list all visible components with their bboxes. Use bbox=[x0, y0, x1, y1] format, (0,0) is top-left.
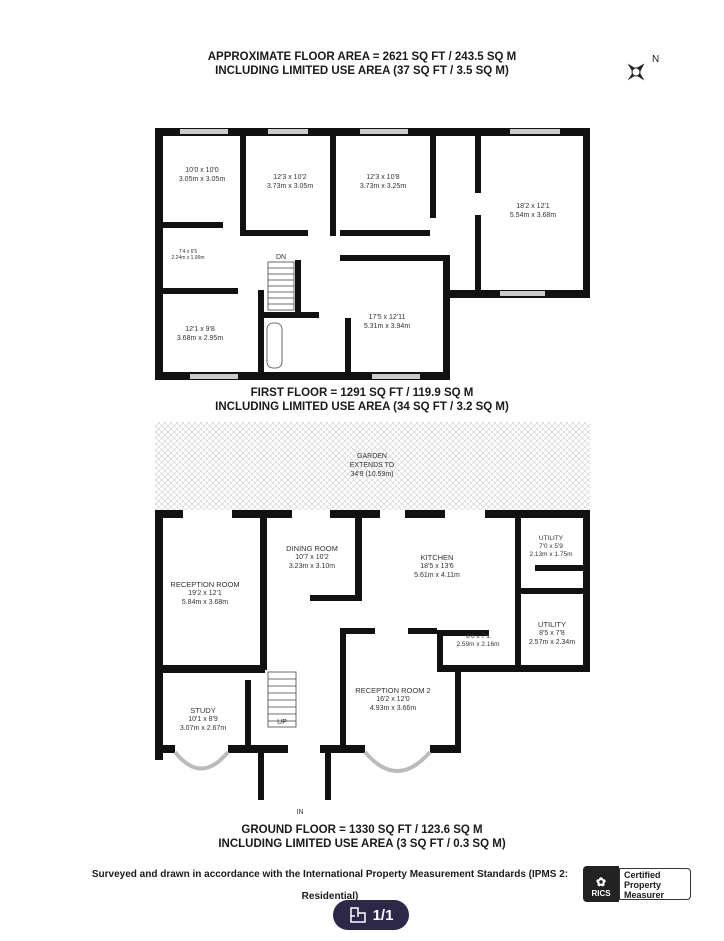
first-floor-windows bbox=[180, 129, 560, 379]
first-floor-limited-area: INCLUDING LIMITED USE AREA (34 SQ FT / 3… bbox=[215, 401, 509, 413]
total-area-heading: APPROXIMATE FLOOR AREA = 2621 SQ FT / 24… bbox=[207, 51, 517, 63]
rics-logo: ✿RICS bbox=[583, 866, 619, 902]
ground-floor-stairs bbox=[267, 671, 297, 728]
stairs-down-label: DN bbox=[275, 254, 287, 261]
floorplan-icon bbox=[349, 907, 366, 923]
garden-area bbox=[155, 422, 590, 510]
stairs-up-label: UP bbox=[277, 719, 287, 726]
compass-north-label: N bbox=[652, 54, 660, 65]
entrance-label: IN bbox=[296, 809, 304, 816]
first-floor-stairs bbox=[266, 261, 295, 369]
ground-floor-walls bbox=[155, 510, 590, 800]
total-limited-area: INCLUDING LIMITED USE AREA (37 SQ FT / 3… bbox=[215, 65, 509, 77]
ipms-statement: Surveyed and drawn in accordance with th… bbox=[91, 869, 569, 902]
floorplan-pager-button[interactable]: 1/1 bbox=[333, 900, 409, 930]
first-floor-area: FIRST FLOOR = 1291 SQ FT / 119.9 SQ M bbox=[250, 387, 474, 399]
ground-floor-bays bbox=[173, 750, 432, 773]
pager-label: 1/1 bbox=[372, 906, 394, 924]
compass-icon: N bbox=[618, 52, 668, 97]
ground-floor-limited-area: INCLUDING LIMITED USE AREA (3 SQ FT / 0.… bbox=[218, 838, 506, 850]
ground-floor-area: GROUND FLOOR = 1330 SQ FT / 123.6 SQ M bbox=[241, 824, 483, 836]
